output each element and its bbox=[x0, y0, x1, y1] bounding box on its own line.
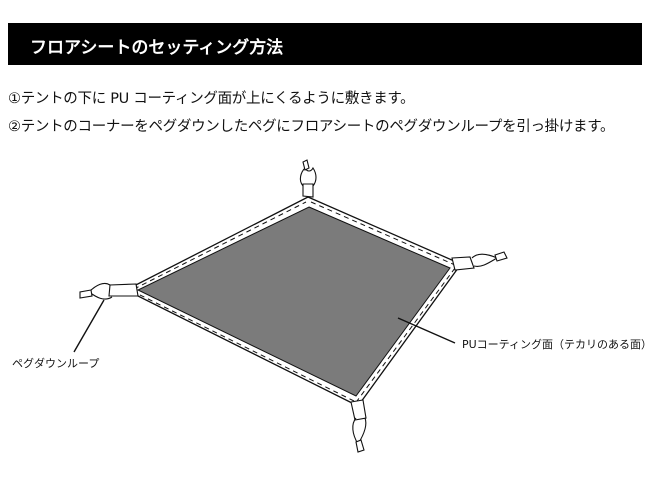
sheet-pu-surface bbox=[136, 206, 451, 397]
peg-loop-top bbox=[299, 159, 317, 198]
label-pu-coating: PUコーティング面（テカリのある面） bbox=[462, 338, 650, 351]
label-peg-loop: ペグダウンループ bbox=[12, 357, 100, 370]
section-title: フロアシートのセッティング方法 bbox=[30, 38, 284, 58]
stitching bbox=[131, 201, 456, 402]
instruction-step-2: ②テントのコーナーをペグダウンしたペグにフロアシートのペグダウンループを引っ掛け… bbox=[8, 119, 615, 135]
peg-loop-bottom bbox=[350, 399, 367, 453]
peg-loop-right bbox=[451, 251, 508, 271]
leader-line-loop bbox=[73, 299, 105, 353]
peg-loop-left bbox=[79, 282, 139, 300]
leader-line-pu bbox=[397, 317, 456, 344]
instruction-step-1: ①テントの下に PU コーティング面が上にくるように敷きます。 bbox=[8, 91, 415, 107]
section-header: フロアシートのセッティング方法 bbox=[8, 23, 642, 65]
